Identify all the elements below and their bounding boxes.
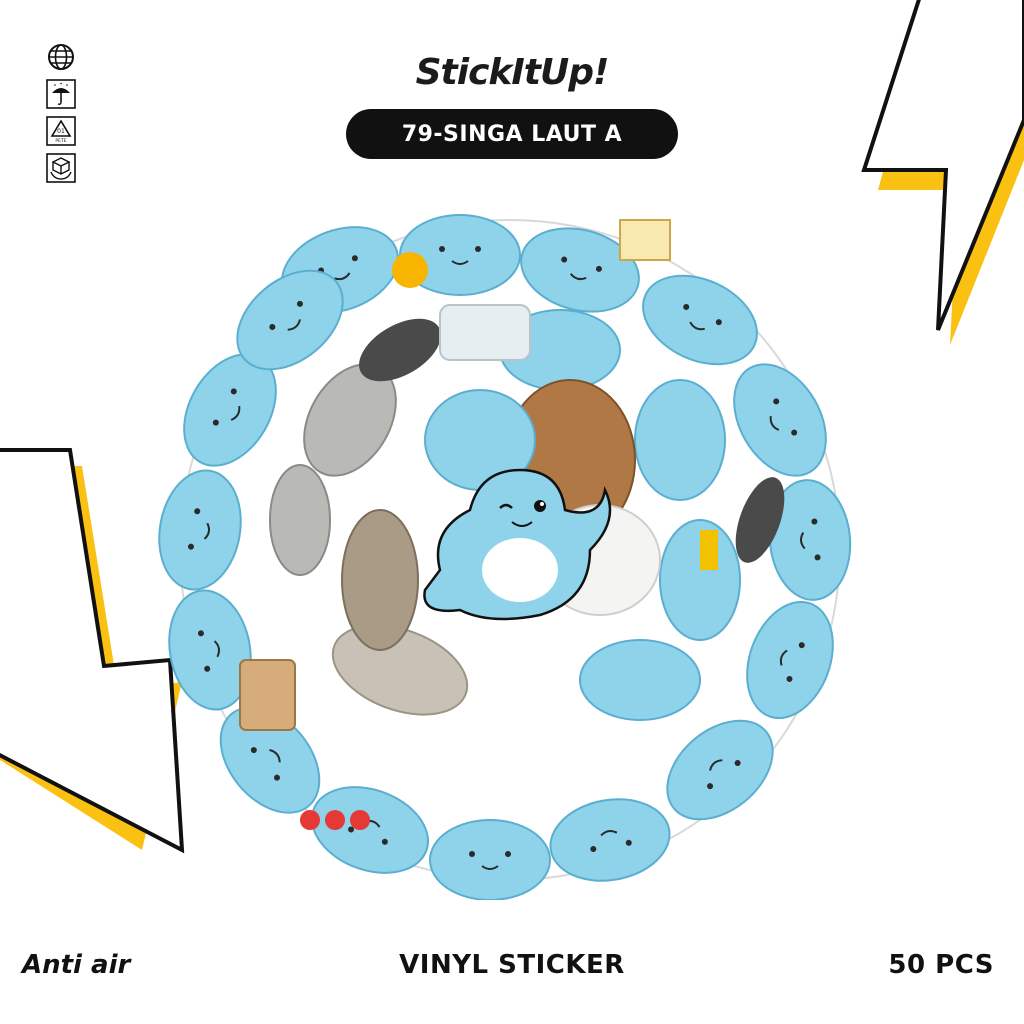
seal-stickers-middle-ring — [269, 304, 785, 721]
globe-icon — [46, 42, 76, 72]
product-label-text: 79-SINGA LAUT A — [401, 121, 623, 147]
lightning-bolt-left — [0, 448, 185, 854]
lightning-bolt-top-right — [861, 0, 1024, 345]
seal-stickers-center — [239, 219, 718, 830]
umbrella-icon — [46, 79, 76, 109]
package-icon — [46, 153, 76, 183]
brand-logo: StickItUp! — [415, 52, 610, 93]
footer-quantity: 50 PCS — [888, 950, 994, 980]
sticker-cluster — [149, 210, 857, 900]
recycle-pete-icon: 01 PETE — [46, 116, 76, 146]
product-label: 79-SINGA LAUT A — [346, 109, 678, 159]
recycle-label: PETE — [55, 138, 66, 144]
feature-icons: 01 PETE — [46, 42, 78, 183]
recycle-number: 01 — [57, 128, 65, 135]
footer-material: VINYL STICKER — [399, 950, 625, 980]
footer-waterproof: Anti air — [22, 950, 131, 980]
